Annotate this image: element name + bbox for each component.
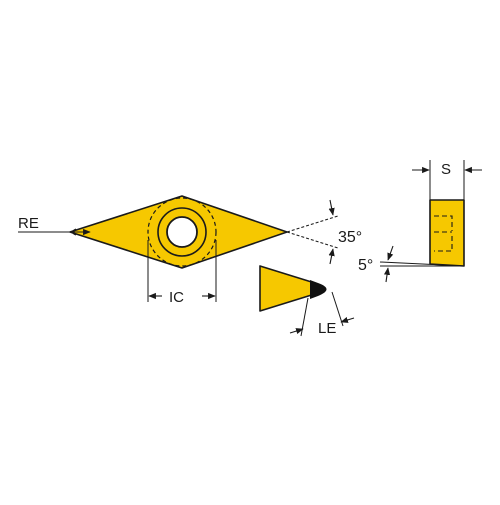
- inscribed-circle: [147, 197, 217, 267]
- side-view-hidden-lines: [434, 215, 453, 252]
- angle-5-label: 5°: [358, 257, 373, 274]
- angle-35-arrow-upper: [328, 199, 335, 216]
- le-extension-left: [300, 297, 309, 337]
- le-arrow-right: [340, 317, 355, 323]
- angle-35-arrow-lower: [328, 248, 335, 265]
- insert-top-view: [69, 195, 288, 269]
- re-label: RE: [18, 215, 39, 232]
- angle-35-dimension: 35°: [286, 199, 362, 265]
- angle-35-label: 35°: [338, 229, 362, 246]
- re-dimension: RE: [18, 215, 91, 236]
- insert-side-view: S 5°: [358, 160, 482, 283]
- angle-35-ray-upper: [286, 215, 339, 233]
- center-hole: [166, 216, 198, 248]
- ic-dimension: IC: [147, 240, 217, 306]
- edge-detail-tip: [310, 280, 327, 299]
- le-label: LE: [318, 320, 336, 337]
- le-arrow-left: [289, 328, 304, 334]
- edge-detail: LE: [259, 265, 355, 337]
- edge-detail-body: [259, 265, 319, 312]
- s-label: S: [441, 161, 451, 178]
- side-view-body: [429, 199, 465, 267]
- angle-35-ray-lower: [286, 231, 339, 249]
- angle-5-arrow-upper: [387, 245, 394, 261]
- clearance-angle-line: [379, 261, 465, 267]
- ic-label: IC: [169, 289, 184, 306]
- angle-5-arrow-lower: [383, 267, 391, 283]
